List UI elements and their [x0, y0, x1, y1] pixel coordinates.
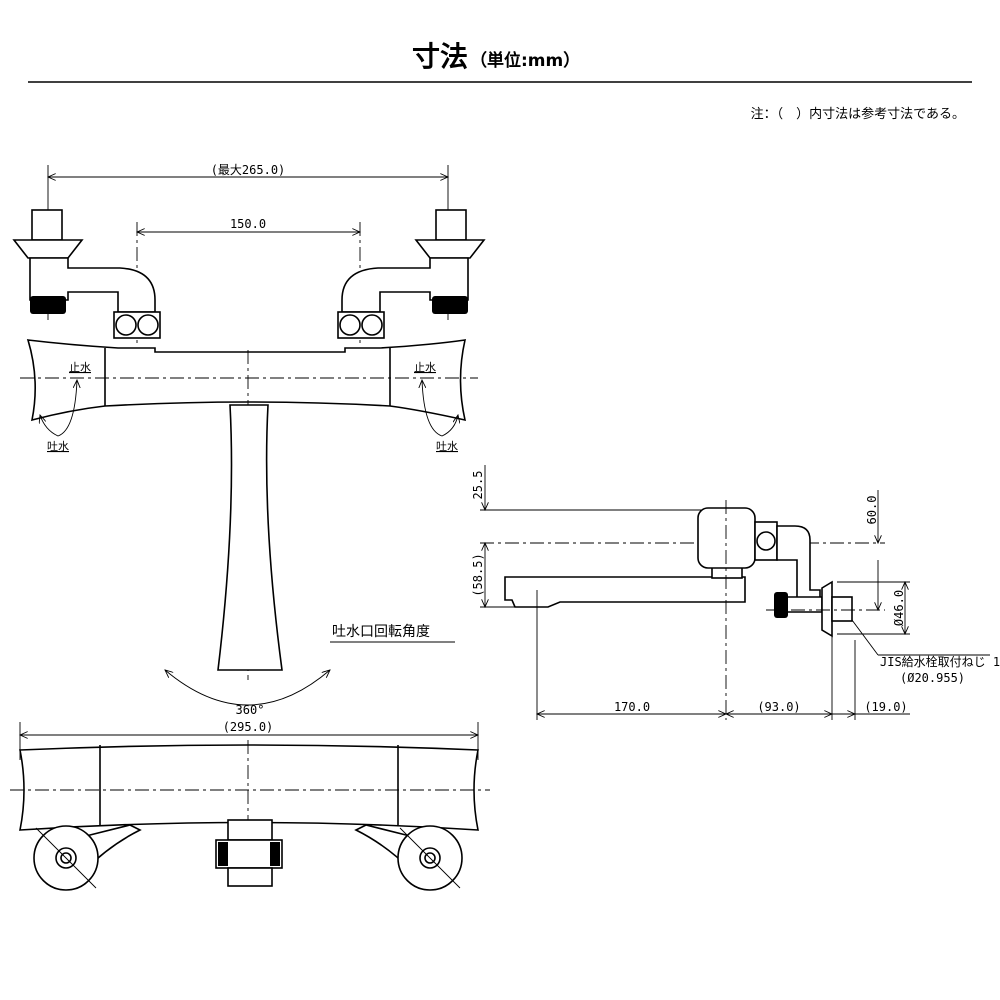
thread-label: JIS給水栓取付ねじ 13 — [880, 654, 1000, 669]
dim-flange: Ø46.0 — [892, 590, 906, 626]
page-title: 寸法 — [412, 40, 468, 73]
thread-diameter: (Ø20.955) — [900, 671, 965, 685]
dim-thread: (19.0) — [864, 700, 907, 714]
handle-rotation-arrow-left — [40, 380, 77, 437]
note-text: 注：（ ）内寸法は参考寸法である。 — [751, 106, 965, 122]
side-view: 25.5 (58.5) 60.0 Ø46.0 JIS給水栓取付ねじ 13 (Ø2… — [471, 465, 1000, 720]
label-stop-right: 止水 — [414, 361, 436, 374]
unit-label: （単位:mm） — [470, 50, 580, 71]
dim-spout-length: 170.0 — [614, 700, 650, 714]
dim-height: 60.0 — [865, 496, 879, 525]
label-flow-right: 吐水 — [436, 440, 458, 453]
spout — [217, 404, 283, 671]
rotation-arc — [165, 670, 330, 706]
dim-spout: (58.5) — [471, 553, 485, 596]
dim-top: 25.5 — [471, 471, 485, 500]
bottom-view — [10, 740, 490, 891]
dim-max-width: (最大265.0) — [211, 163, 286, 177]
handle-rotation-arrow-right — [422, 380, 458, 437]
dim-total-width: (295.0) — [223, 720, 274, 734]
right-inlet-fitting — [337, 209, 486, 339]
dim-center: 150.0 — [230, 217, 266, 231]
left-inlet-fitting — [12, 209, 161, 339]
label-flow-left: 吐水 — [47, 440, 69, 453]
rotation-angle: 360° — [236, 703, 265, 717]
front-view: (最大265.0) 150.0 止水 吐水 — [12, 163, 486, 760]
label-stop-left: 止水 — [69, 361, 91, 374]
rotation-label: 吐水口回転角度 — [332, 624, 430, 640]
dim-offset: (93.0) — [757, 700, 800, 714]
